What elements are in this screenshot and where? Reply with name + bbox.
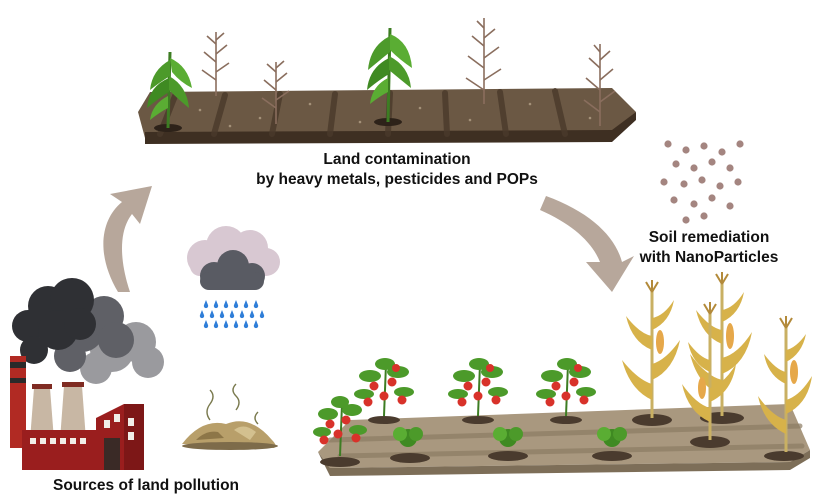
remediation-label-line1: Soil remediation [648, 229, 770, 246]
tomato-plant-icon [313, 396, 367, 457]
corn-plant-icon [622, 280, 680, 418]
dead-plant-icon [201, 32, 230, 96]
contamination-label-line2: by heavy metals, pesticides and POPs [256, 171, 538, 188]
corn-plant-icon [682, 302, 736, 440]
dead-plant-icon [583, 44, 616, 126]
lettuce-icon [393, 427, 423, 447]
smoke-icon [12, 278, 164, 384]
wilted-plant-icon [367, 27, 412, 126]
remediated-field [318, 404, 810, 476]
wilted-plant-icon [147, 51, 192, 132]
remediation-label: Soil remediation with NanoParticles [624, 228, 794, 268]
contamination-label-line1: Land contamination [323, 151, 471, 168]
tomato-plant-icon [536, 358, 596, 417]
remediation-label-line2: with NanoParticles [639, 249, 779, 266]
arrow-up-icon [103, 186, 152, 292]
lettuce-icon [493, 427, 523, 447]
tomato-plant-icon [354, 358, 414, 417]
dead-plant-icon [261, 60, 290, 124]
rain-cloud-icon [187, 226, 280, 329]
factory-icon [10, 356, 144, 470]
arrow-down-icon [540, 196, 634, 292]
sources-label-text: Sources of land pollution [53, 477, 239, 494]
corn-plant-icon [758, 316, 812, 452]
garbage-dump-icon [182, 383, 278, 450]
tomato-plant-icon [448, 358, 508, 417]
dead-plant-icon [465, 18, 502, 104]
contamination-label: Land contamination by heavy metals, pest… [232, 150, 562, 190]
lettuce-icon [597, 427, 627, 447]
sources-label: Sources of land pollution [26, 476, 266, 496]
nanoparticles [660, 140, 744, 224]
